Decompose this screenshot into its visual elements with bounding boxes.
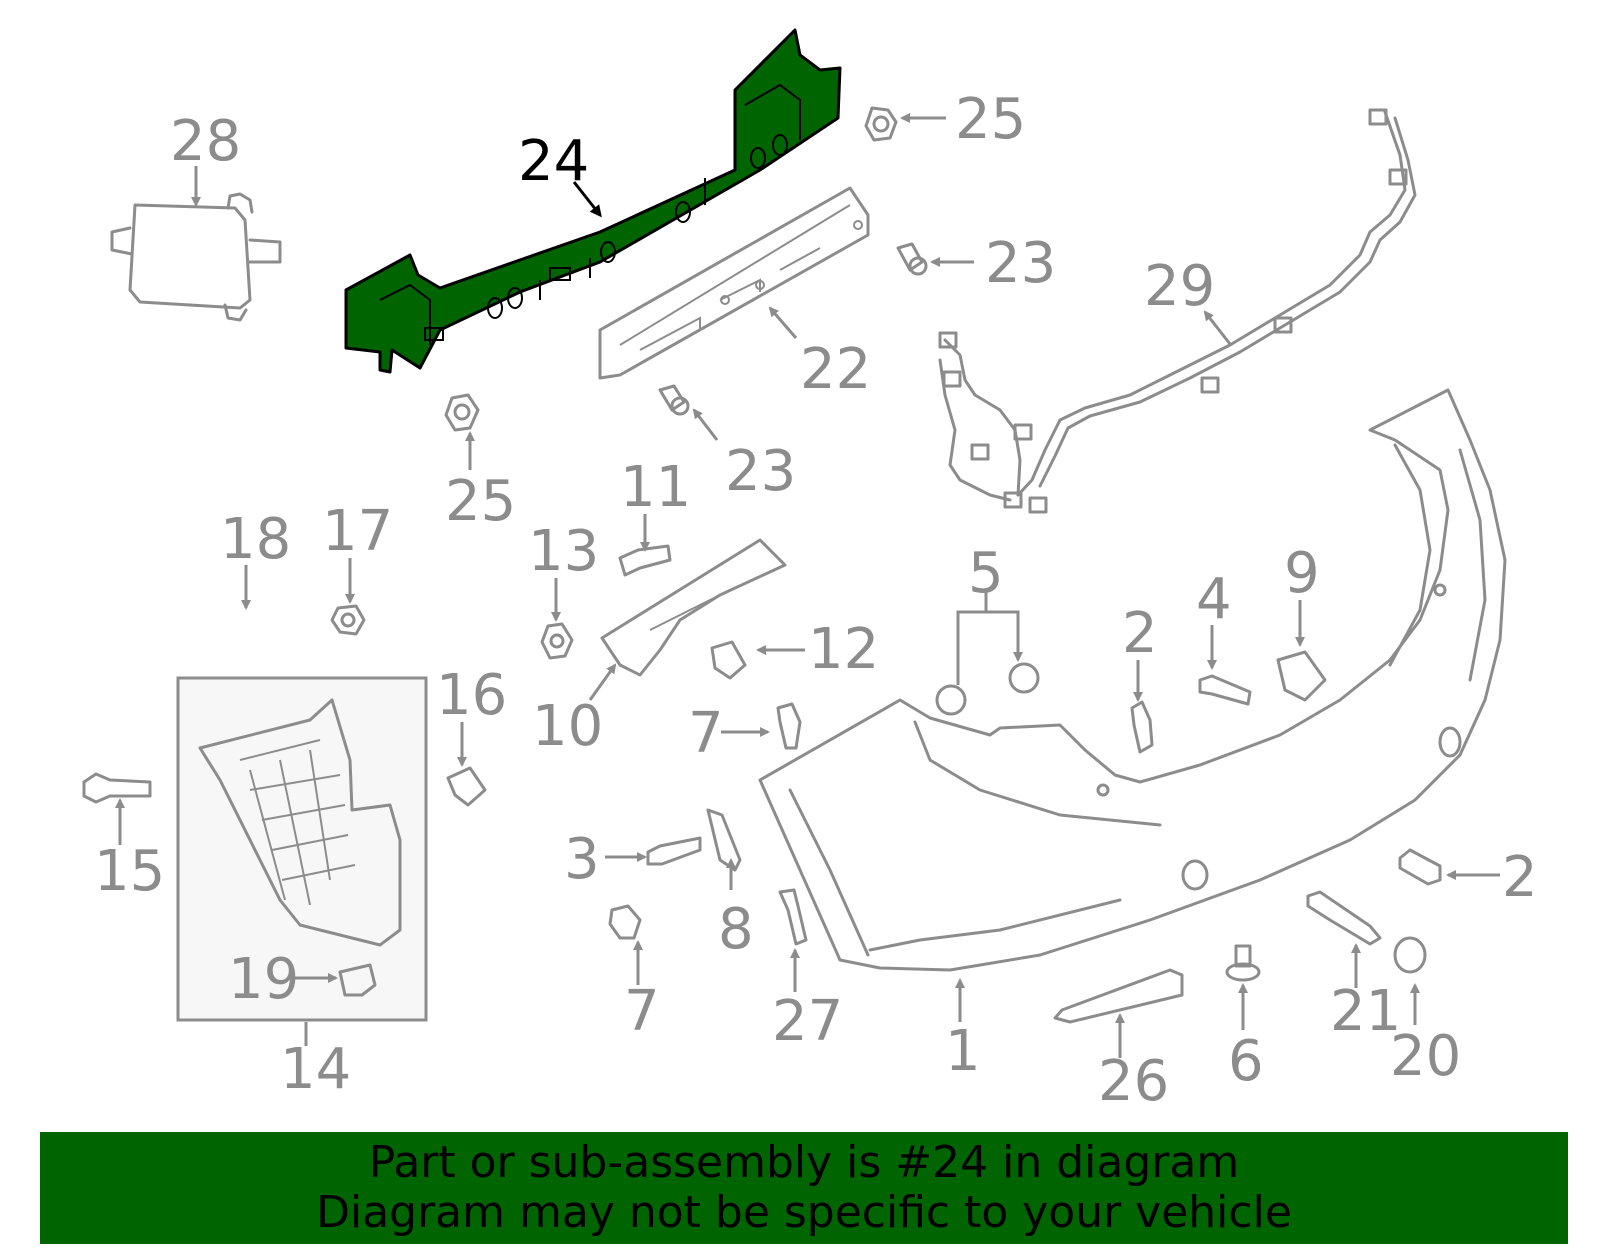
callout-28: 28 <box>170 109 241 174</box>
callout-14: 14 <box>280 1037 351 1102</box>
callout-25-bottom: 25 <box>445 469 516 534</box>
callout-labels: 24 28 25 23 29 22 23 25 11 18 17 13 5 9 … <box>94 87 1538 1114</box>
callout-29: 29 <box>1144 254 1215 319</box>
part-21-sensor[interactable] <box>1306 890 1382 946</box>
part-16-clip[interactable] <box>446 766 487 807</box>
callout-21: 21 <box>1330 979 1401 1044</box>
callout-6: 6 <box>1228 1029 1264 1094</box>
part-23-clip-top[interactable] <box>896 242 928 276</box>
part-7-clip-bottom[interactable] <box>608 904 642 940</box>
part-1-bumper-cover[interactable] <box>758 388 1507 972</box>
callout-15: 15 <box>94 839 165 904</box>
callout-22: 22 <box>800 337 871 402</box>
part-2-bolt-right[interactable] <box>1398 848 1442 886</box>
callout-5: 5 <box>968 541 1004 606</box>
callout-23-bottom: 23 <box>725 439 796 504</box>
part-22-absorber[interactable] <box>598 186 870 380</box>
callout-10: 10 <box>532 694 603 759</box>
callout-27: 27 <box>772 989 843 1054</box>
part-5-clips[interactable] <box>935 662 1040 716</box>
callout-arrows <box>115 113 1500 1058</box>
callout-8: 8 <box>718 897 754 962</box>
callout-26: 26 <box>1098 1049 1169 1114</box>
part-6-pin[interactable] <box>1225 944 1261 982</box>
callout-2-right: 2 <box>1502 845 1538 910</box>
part-15-bolt[interactable] <box>82 772 152 804</box>
callout-16: 16 <box>436 663 507 728</box>
callout-3: 3 <box>564 827 600 892</box>
callout-20: 20 <box>1390 1024 1461 1089</box>
callout-2-top: 2 <box>1122 601 1158 666</box>
callout-25-top: 25 <box>955 87 1026 152</box>
part-14-box[interactable] <box>176 676 428 1022</box>
callout-7-top: 7 <box>688 701 724 766</box>
callout-23-top: 23 <box>985 231 1056 296</box>
part-28-module[interactable] <box>110 192 282 322</box>
part-8-bracket[interactable] <box>706 808 742 872</box>
part-2-bolt-top[interactable] <box>1130 700 1154 754</box>
part-26-strip[interactable] <box>1053 968 1184 1024</box>
banner-line-part: Part or sub-assembly is #24 in diagram <box>368 1137 1240 1188</box>
callout-13: 13 <box>528 519 599 584</box>
part-9-clip[interactable] <box>1276 650 1327 702</box>
callout-24: 24 <box>518 129 589 194</box>
info-banner: Part or sub-assembly is #24 in diagram D… <box>40 1132 1568 1244</box>
part-12-clip[interactable] <box>710 640 747 680</box>
banner-line-disclaimer: Diagram may not be specific to your vehi… <box>316 1187 1292 1238</box>
callout-9: 9 <box>1284 541 1320 606</box>
callout-18: 18 <box>220 507 291 572</box>
part-17-nut[interactable] <box>330 604 366 636</box>
callout-17: 17 <box>322 499 393 564</box>
callout-12: 12 <box>808 617 879 682</box>
part-25-nut-bottom[interactable] <box>444 393 480 432</box>
callout-7-bottom: 7 <box>624 979 660 1044</box>
part-3-bolt[interactable] <box>646 836 702 866</box>
part-7-clip-top[interactable] <box>776 702 802 750</box>
part-27-bolt[interactable] <box>778 888 808 946</box>
callout-1: 1 <box>945 1019 981 1084</box>
callout-19: 19 <box>228 947 299 1012</box>
part-25-nut-top[interactable] <box>864 106 898 142</box>
part-11-bolt[interactable] <box>618 544 672 577</box>
part-23-clip-bottom[interactable] <box>658 384 690 416</box>
part-29-harness[interactable] <box>938 108 1417 514</box>
part-13-nut[interactable] <box>540 622 574 660</box>
part-24-reinforcement[interactable] <box>344 28 842 374</box>
callout-4: 4 <box>1196 567 1232 632</box>
callout-11: 11 <box>620 455 691 520</box>
part-20-cap[interactable] <box>1393 936 1427 974</box>
part-10-bracket[interactable] <box>600 538 787 677</box>
part-4-bolt[interactable] <box>1198 674 1252 706</box>
